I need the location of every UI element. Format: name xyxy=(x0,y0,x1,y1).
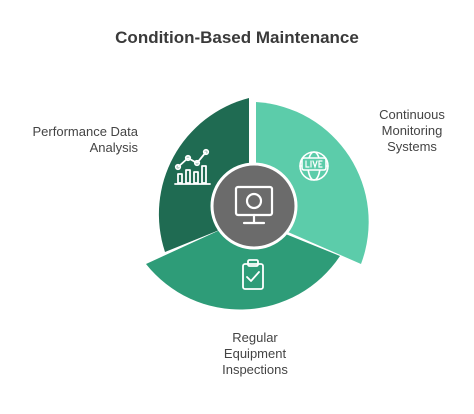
label-performance: Performance Data Analysis xyxy=(32,124,139,155)
monitor-icon xyxy=(234,185,274,225)
diagram-title: Condition-Based Maintenance xyxy=(115,28,359,47)
label-monitoring: Continuous Monitoring Systems xyxy=(379,107,445,154)
center-circle xyxy=(210,162,298,250)
line-chart-icon xyxy=(174,148,211,185)
label-inspections: Regular Equipment Inspections xyxy=(222,330,288,377)
clipboard-check-icon xyxy=(242,259,264,290)
live-globe-icon xyxy=(299,151,329,181)
